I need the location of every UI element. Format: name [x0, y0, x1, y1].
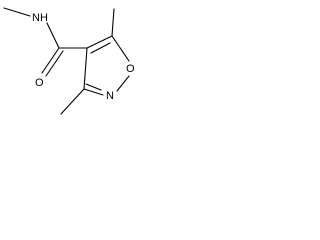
bond-c3-c4: [83, 47, 88, 90]
bond-ring-n-c3: [83, 88, 104, 96]
bond-ring-o-ring-n: [116, 75, 130, 92]
bond-methyl-amide-n: [3, 7, 31, 17]
amide-hydrogen-label: H: [40, 12, 48, 24]
ring-oxygen-label: O: [126, 63, 135, 75]
bond-c3-methyl: [60, 88, 85, 115]
bond-ring-n-c3-inner: [85, 83, 102, 91]
bond-ring-c4-c5: [86, 35, 113, 49]
structure-diagram: N H O O N: [3, 7, 135, 115]
ring-nitrogen-label: N: [106, 90, 114, 102]
bond-c5-ring-o: [111, 35, 130, 62]
bond-amide-n-carbonyl-c: [46, 22, 60, 49]
bond-c5-methyl: [111, 8, 115, 37]
carbonyl-oxygen-label: O: [35, 77, 44, 89]
bond-ring-c4-c5-inner: [90, 42, 111, 54]
bond-carbonyl-double-2: [45, 50, 64, 77]
amide-nitrogen-label: N: [32, 12, 40, 24]
bond-carbonyl-double-1: [41, 47, 60, 74]
